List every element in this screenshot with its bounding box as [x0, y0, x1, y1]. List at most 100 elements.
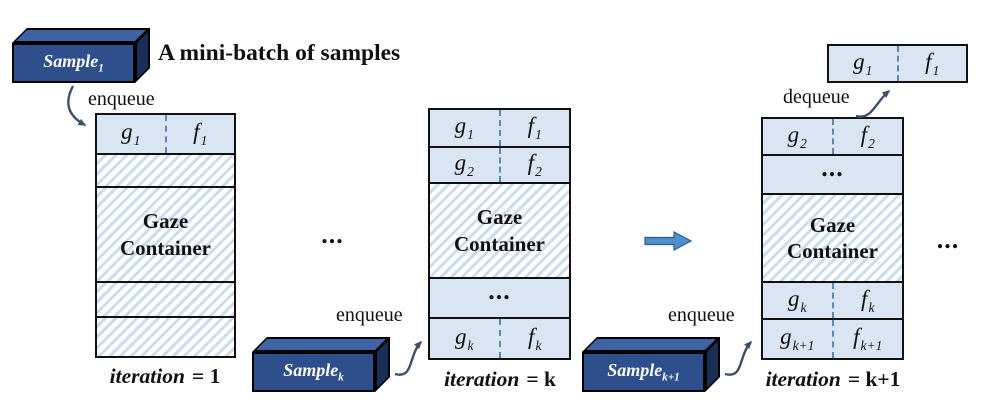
g-subscript: k: [800, 299, 807, 315]
container-2-entry-row-1: g1 f1: [430, 110, 569, 148]
sample-1-base: Sample: [43, 50, 99, 71]
gaze-container-title: Gaze Container: [454, 205, 545, 256]
entry-cell-g: g1: [829, 46, 897, 81]
iteration-word: iteration: [109, 364, 185, 388]
gaze-container-3: g2 f2 ... Gaze Container gk fk gk+1 fk+1: [761, 117, 904, 360]
entry-cell-f: f2: [834, 119, 903, 154]
sample-box-k-front-face: Samplek: [252, 352, 375, 392]
gaze-label-row: Gaze Container: [430, 184, 569, 279]
entry-cell-g: gk: [763, 283, 832, 318]
g-subscript: 1: [865, 62, 873, 78]
g-subscript: 1: [467, 127, 474, 143]
dashed-divider: [498, 148, 501, 182]
entry-cell-g: gk: [430, 319, 499, 358]
dequeue-arrow: [855, 90, 891, 118]
container-2-entry-row-k: gk fk: [430, 319, 569, 358]
sample-box-1: Sample1: [12, 28, 150, 83]
f-subscript: k: [535, 337, 542, 353]
container-1-entry-row: g1 f1: [97, 115, 234, 155]
empty-slot-row: [97, 283, 234, 318]
sample-k1-label: Samplek+1: [607, 361, 680, 384]
f-symbol: f: [853, 324, 860, 350]
g-symbol: g: [121, 119, 133, 145]
dequeue-label: dequeue: [783, 86, 850, 108]
sample-box-k: Samplek: [252, 337, 390, 392]
entry-cell-f: fk+1: [834, 320, 903, 358]
iteration-value: = 1: [191, 364, 221, 388]
g-subscript: k+1: [792, 338, 815, 354]
container-3-entry-row-k: gk f k: [763, 283, 902, 320]
f-symbol: f: [528, 323, 535, 349]
entry-cell-f: f1: [899, 46, 967, 81]
g-symbol: g: [787, 121, 800, 147]
f-symbol: f: [860, 121, 868, 147]
g-symbol: g: [455, 323, 467, 349]
f-symbol: f: [527, 113, 535, 139]
entry-cell-g: gk+1: [763, 320, 832, 358]
enqueue-arrow-1: [67, 85, 87, 127]
f-symbol: f: [925, 48, 932, 74]
sample-box-1-front-face: Sample1: [12, 43, 135, 83]
entry-cell-f: fk: [501, 319, 570, 358]
ellipsis-right: ...: [936, 225, 960, 254]
empty-slot-row: [97, 318, 234, 356]
sample-k-label: Samplek: [283, 361, 344, 384]
mini-batch-heading: A mini-batch of samples: [158, 40, 401, 66]
g-subscript: 2: [467, 164, 474, 180]
entry-cell-g: g1: [97, 115, 165, 153]
container-3-entry-row-k1: gk+1 fk+1: [763, 320, 902, 358]
dashed-divider: [831, 320, 834, 358]
dashed-divider: [498, 319, 501, 358]
g-symbol: g: [780, 324, 792, 350]
dashed-divider: [164, 115, 167, 153]
sample-box-k1-top-face: [582, 337, 720, 352]
f-subscript: k+1: [860, 338, 883, 354]
g-subscript: 2: [800, 135, 807, 151]
iteration-label-1: iteration= 1: [85, 364, 245, 389]
dashed-divider: [498, 110, 501, 146]
f-subscript: 1: [535, 127, 542, 143]
sample-k1-subscript: k+1: [662, 371, 680, 384]
iteration-value: = k+1: [847, 367, 901, 391]
g-symbol: g: [788, 285, 800, 311]
f-subscript: 2: [535, 164, 542, 180]
sample-box-k1-front-face: Samplek+1: [582, 352, 705, 392]
sample-box-1-top-face: [12, 28, 150, 43]
gaze-container-1: g1 f1 Gaze Container: [95, 113, 236, 358]
entry-cell-f: f2: [501, 148, 570, 182]
g-symbol: g: [454, 150, 467, 176]
f-subscript: 1: [200, 133, 208, 149]
enqueue-label-2: enqueue: [336, 304, 403, 326]
empty-slot-row: [97, 155, 234, 188]
sample-1-label: Sample1: [43, 52, 104, 75]
dashed-divider: [831, 119, 834, 154]
ellipsis-row: ...: [763, 153, 902, 195]
dashed-divider: [896, 46, 899, 81]
g-symbol: g: [853, 48, 865, 74]
sample-box-k1: Samplek+1: [582, 337, 720, 392]
iteration-word: iteration: [444, 367, 520, 391]
sample-box-k-top-face: [252, 337, 390, 352]
iteration-flow-arrow: [644, 231, 693, 251]
iteration-label-2: iteration= k: [420, 367, 580, 392]
dequeued-entry-box: g1 f1: [827, 44, 968, 83]
iteration-value: = k: [526, 367, 556, 391]
container-3-entry-row-1: g2 f2: [763, 119, 902, 156]
entry-cell-g: g2: [430, 148, 499, 182]
gaze-container-title: Gaze Container: [787, 212, 878, 263]
sample-1-subscript: 1: [98, 62, 104, 75]
gaze-container-title: Gaze Container: [120, 209, 211, 260]
g-subscript: 1: [133, 133, 141, 149]
sample-k-subscript: k: [338, 371, 344, 384]
iteration-label-3: iteration= k+1: [753, 367, 913, 392]
ellipsis-left: ...: [321, 220, 344, 249]
f-symbol: f: [861, 285, 868, 311]
sample-k1-base: Sample: [607, 359, 663, 380]
enqueue-arrow-2: [394, 340, 423, 376]
enqueue-label-3: enqueue: [668, 304, 735, 326]
enqueue-label-1: enqueue: [88, 88, 155, 110]
f-subscript: 1: [932, 62, 940, 78]
sample-k-base: Sample: [283, 359, 339, 380]
gaze-label-row: Gaze Container: [763, 195, 902, 283]
entry-cell-g: g1: [430, 110, 499, 146]
